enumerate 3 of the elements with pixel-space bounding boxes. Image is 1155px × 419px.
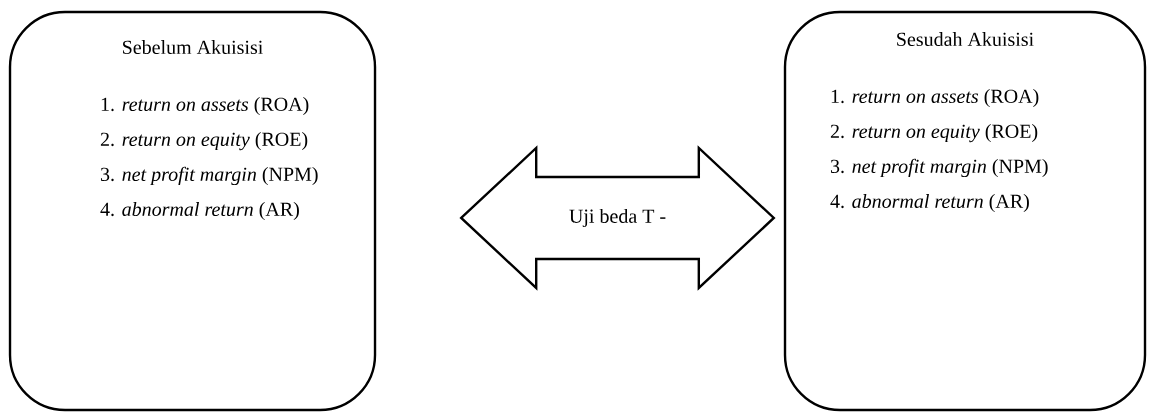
edge-label: Uji beda T -: [569, 208, 666, 228]
rounded-box: Sesudah Akuisisi 1. return on assets (ROA) 2. return on equity (ROE) 3. net profit margin (NPM) 4. abnormal return (AR): [783, 10, 1147, 412]
rounded-box: Sebelum Akuisisi 1. return on assets (ROA) 2. return on equity (ROE) 3. net profit margin (NPM) 4. abnormal return (AR): [8, 10, 377, 412]
